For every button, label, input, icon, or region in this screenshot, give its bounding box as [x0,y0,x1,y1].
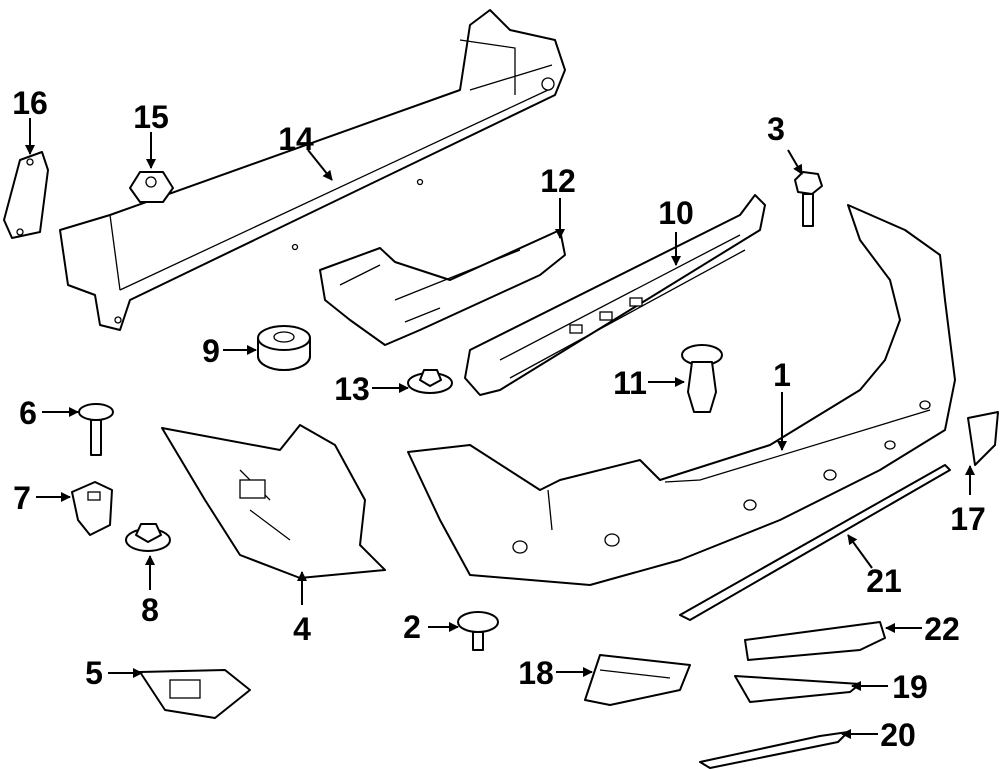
callout-5: 5 [85,655,103,691]
part-6-screw [78,403,114,456]
callout-9: 9 [202,333,220,369]
part-13-nut [407,369,453,394]
callout-4: 4 [293,611,311,647]
part-15-nut [129,171,174,203]
leader-14 [307,149,333,181]
callout-21: 21 [866,563,902,599]
callout-2: 2 [403,609,421,645]
callout-13: 13 [334,371,370,407]
part-8-nut [125,523,171,552]
part-12-bracket [319,229,566,346]
leader-21 [847,534,873,569]
part-21-molding [679,464,951,621]
callout-16: 16 [12,85,48,121]
part-10-energy-absorber [464,194,766,396]
part-17-trim [967,411,999,466]
callout-1: 1 [773,357,791,393]
leader-lines [25,118,975,739]
part-14-bumper-reinforcement [59,9,566,331]
part-9-pad [257,325,311,371]
callout-11: 11 [613,365,647,401]
callout-14: 14 [278,121,314,157]
part-7-clip-nut [71,481,113,536]
part-2-screw [457,611,499,651]
callout-18: 18 [518,655,554,691]
callout-10: 10 [658,195,694,231]
part-1-bumper-cover [407,204,956,586]
callout-8: 8 [141,592,159,628]
callout-12: 12 [540,163,576,199]
part-4-side-bracket [161,424,386,579]
callout-7: 7 [13,480,31,516]
part-3-bolt [794,171,823,227]
callout-labels: 1 2 3 4 5 6 7 8 9 10 11 12 13 14 15 16 1… [12,85,986,753]
part-5-grille [139,669,251,719]
callout-6: 6 [19,395,37,431]
part-20-trim [699,731,849,769]
callout-19: 19 [892,669,928,705]
part-18-reflector [584,654,691,706]
part-19-trim [734,675,861,703]
part-11-clip [681,344,723,413]
leader-3 [787,149,803,175]
part-16-cover-plate [3,151,49,239]
callout-3: 3 [767,111,785,147]
callout-22: 22 [924,611,960,647]
part-22-reflector [744,621,886,661]
callout-17: 17 [950,501,986,537]
callout-20: 20 [880,717,916,753]
callout-15: 15 [133,99,169,135]
